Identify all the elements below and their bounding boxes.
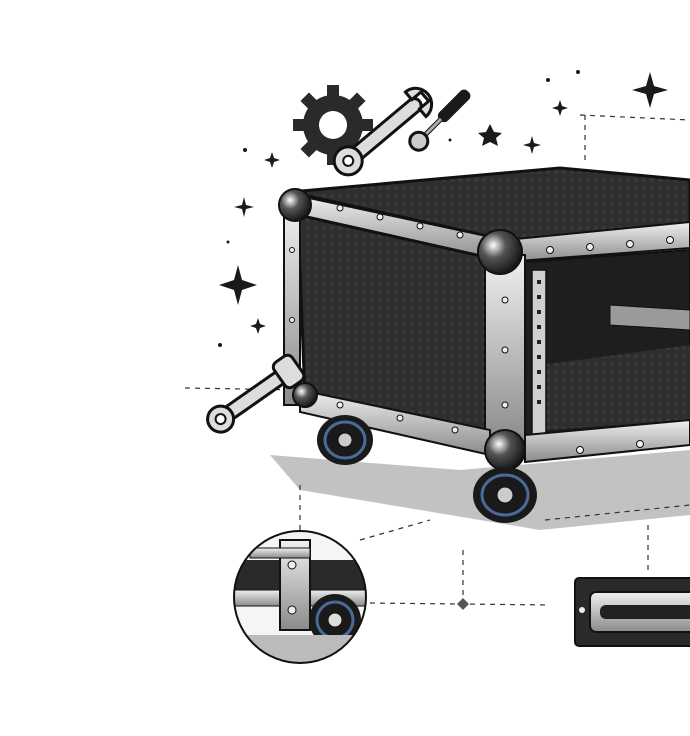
- caster-wheel-icon: [317, 415, 373, 465]
- rack-floor: [540, 345, 690, 430]
- diamond-marker: [457, 598, 469, 610]
- corner-detail-inset: [233, 530, 367, 664]
- rack-holes: [537, 280, 541, 404]
- ball-corner-top-center: [477, 229, 523, 275]
- ball-corner-bottom-center: [484, 429, 526, 471]
- wrench-icon: [206, 353, 306, 434]
- screwdriver-icon: [408, 89, 471, 152]
- caster-wheel-icon: [473, 467, 537, 523]
- rivets: [289, 204, 674, 454]
- sparkle-icon: [218, 70, 668, 347]
- ball-corner-bottom-left: [292, 382, 318, 408]
- ball-corner-top-left: [278, 188, 312, 222]
- handle-icon: [574, 577, 690, 647]
- rack-shelf: [609, 304, 690, 331]
- wrench-icon: [332, 86, 434, 177]
